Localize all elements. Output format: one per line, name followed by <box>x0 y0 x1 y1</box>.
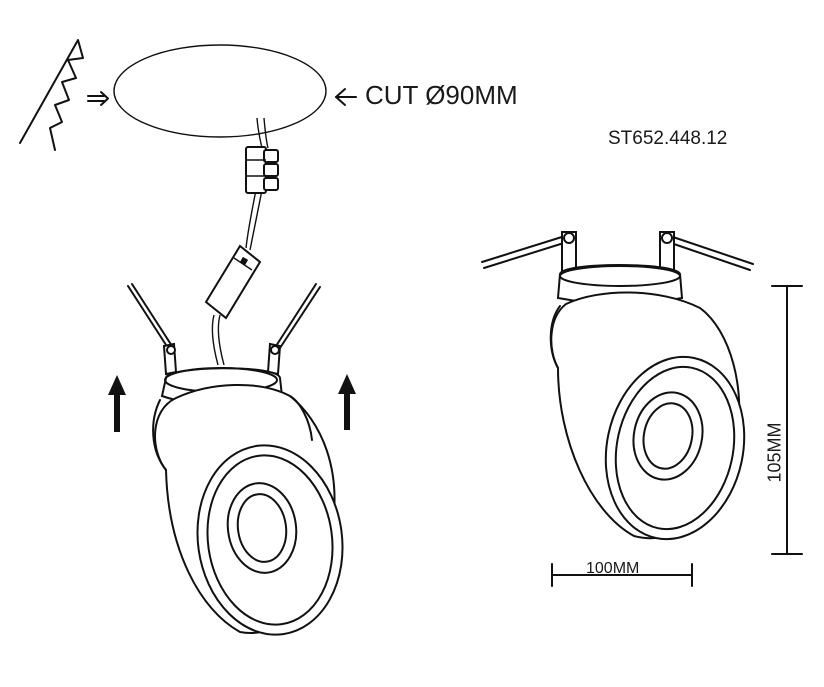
insert-arrow-icon <box>87 91 109 106</box>
height-dimension <box>771 285 803 555</box>
push-up-arrow-left-icon <box>108 375 126 432</box>
led-driver <box>204 244 262 320</box>
push-up-arrow-right-icon <box>338 374 356 430</box>
left-fixture <box>127 283 344 636</box>
cut-size-label: CUT Ø90MM <box>365 80 518 110</box>
model-number-label: ST652.448.12 <box>608 128 728 149</box>
height-dimension-label: 105MM <box>764 422 785 483</box>
right-fixture <box>481 231 754 541</box>
power-wires <box>211 117 269 366</box>
width-dimension <box>551 563 693 587</box>
width-dimension-label: 100MM <box>586 560 640 577</box>
terminal-block <box>245 146 279 194</box>
cut-pointer-arrow-icon <box>335 88 357 106</box>
ceiling-section <box>19 39 84 151</box>
ceiling-cut-hole <box>113 44 327 138</box>
